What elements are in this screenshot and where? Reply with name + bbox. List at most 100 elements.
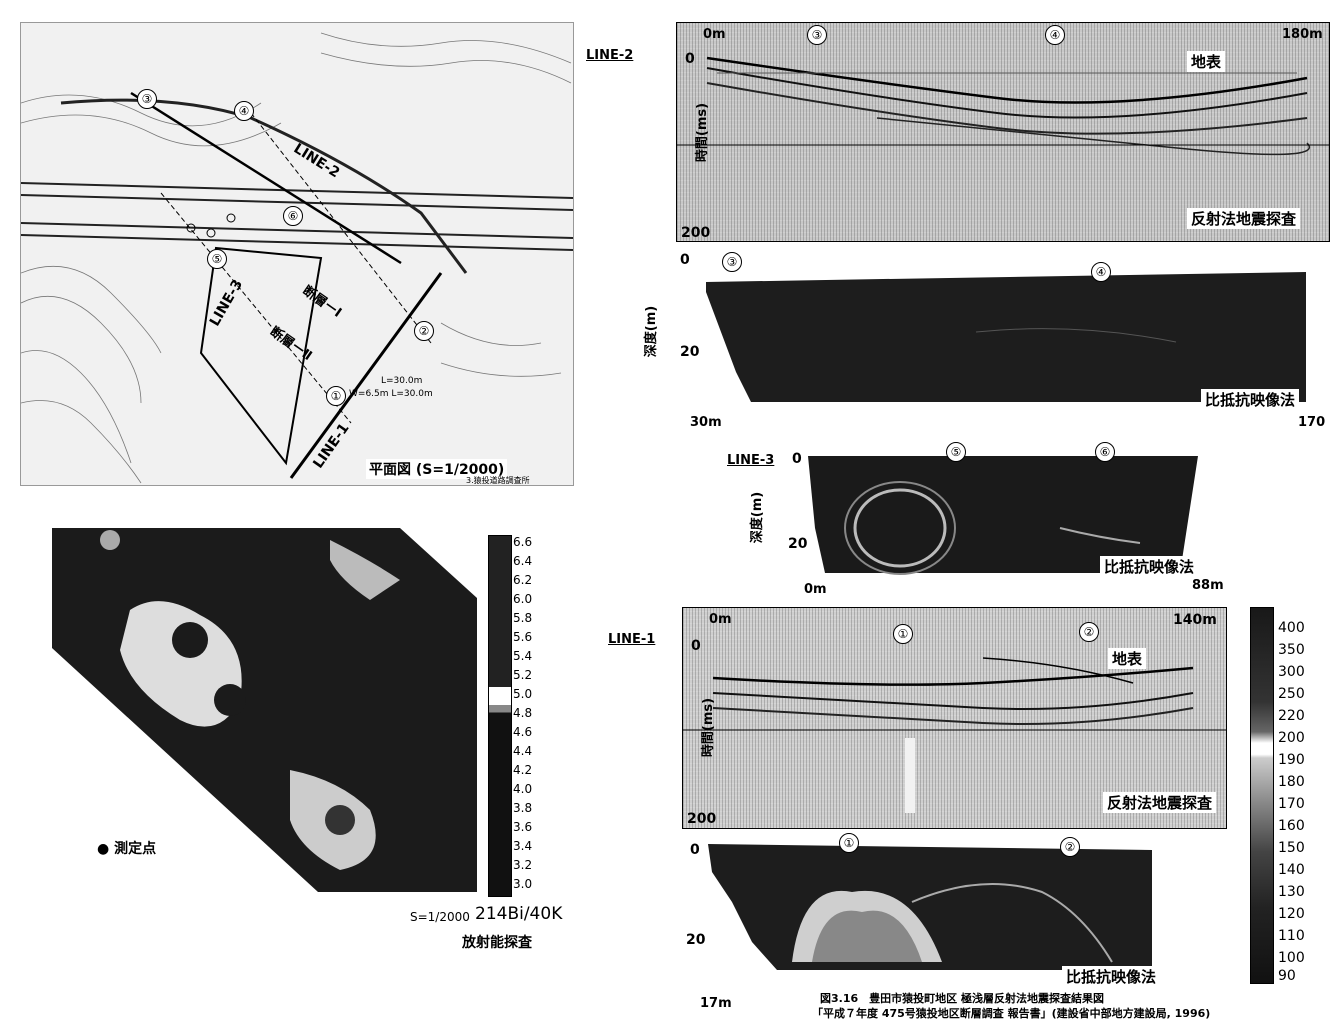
- line3-y-20: 20: [788, 536, 808, 552]
- line2-seismic-svg: [677, 56, 1329, 156]
- line1-x-end: 140m: [1173, 612, 1217, 628]
- line3-y-label: 深度(m): [750, 491, 766, 544]
- line3-y-top: 0: [792, 451, 802, 467]
- line3-tag: LINE-3: [727, 453, 775, 468]
- line2-resistivity: ③ ④ 0 20 深度(m) 比抵抗映像法 30m 170: [644, 252, 1328, 432]
- radio-ratio: 214Bi/40K: [475, 904, 563, 924]
- line3-point-5: ⑤: [946, 442, 966, 462]
- radio-tick: 4.2: [513, 763, 533, 777]
- map-drawing: [21, 32, 573, 484]
- line1-resistivity: ① ② 0 20 比抵抗映像法 17m: [682, 832, 1182, 1012]
- line2-res-y-label: 深度(m): [644, 305, 660, 358]
- line2-res-point-4: ④: [1091, 262, 1111, 282]
- line2-res-method: 比抵抗映像法: [1201, 389, 1300, 410]
- line1-y-label: 時間(ms): [701, 697, 717, 758]
- line1-colorbar-ticks: 400 350 300 250 220 200 190 180 170 160 …: [1278, 620, 1328, 984]
- radio-scale: S=1/2000: [410, 910, 470, 924]
- line1-tag: LINE-1: [608, 632, 656, 647]
- radio-tick: 5.8: [513, 611, 533, 625]
- line2-surface-label: 地表: [1187, 51, 1226, 72]
- line1-res-y-top: 0: [690, 842, 700, 858]
- map-point-1: ①: [326, 386, 346, 406]
- line3-point-6: ⑥: [1095, 442, 1115, 462]
- line1-tick: 400: [1278, 620, 1305, 636]
- map-point-2: ②: [414, 321, 434, 341]
- radio-tick: 4.4: [513, 744, 533, 758]
- line1-res-point-2: ②: [1060, 837, 1080, 857]
- line2-res-x-start: 30m: [690, 415, 722, 430]
- line1-tick: 190: [1278, 752, 1305, 768]
- line1-y-top: 0: [691, 638, 701, 654]
- radio-title: 放射能探査: [462, 935, 532, 951]
- line1-tick: 90: [1278, 968, 1296, 984]
- line1-colorbar: [1250, 607, 1274, 984]
- line1-method: 反射法地震探査: [1103, 792, 1217, 813]
- line1-seismic-svg: [683, 657, 1226, 813]
- line1-tick: 200: [1278, 730, 1305, 746]
- line1-tick: 110: [1278, 928, 1305, 944]
- line1-res-x-start: 17m: [700, 996, 732, 1011]
- line2-y-top: 0: [685, 51, 695, 67]
- radio-tick: 3.8: [513, 801, 533, 815]
- map-note-1: L=30.0m: [381, 376, 423, 386]
- radio-tick: 6.6: [513, 535, 533, 549]
- map-footer: 3.猿投道路調査所: [466, 476, 530, 485]
- radio-tick: 3.2: [513, 858, 533, 872]
- radio-tick: 5.2: [513, 668, 533, 682]
- line3-x-start: 0m: [804, 582, 827, 597]
- radio-tick: 5.0: [513, 687, 533, 701]
- line1-tick: 220: [1278, 708, 1305, 724]
- line1-surface-label: 地表: [1108, 648, 1147, 669]
- map-point-6: ⑥: [283, 206, 303, 226]
- line2-x-end: 180m: [1282, 27, 1323, 42]
- line2-point-4: ④: [1045, 25, 1065, 45]
- line3-resistivity: ⑤ ⑥ 0 20 深度(m) 比抵抗映像法 0m 88m: [750, 442, 1230, 598]
- radio-tick: 3.6: [513, 820, 533, 834]
- radio-colorbar: [488, 535, 512, 897]
- map-title: 平面図 (S=1/2000): [366, 459, 508, 479]
- radio-colorbar-ticks: 6.6 6.4 6.2 6.0 5.8 5.6 5.4 5.2 5.0 4.8 …: [513, 535, 553, 895]
- radio-tick: 4.6: [513, 725, 533, 739]
- line3-x-end: 88m: [1192, 578, 1224, 593]
- radio-tick: 3.4: [513, 839, 533, 853]
- line1-y-bottom: 200: [687, 811, 717, 827]
- line2-method: 反射法地震探査: [1187, 208, 1301, 229]
- map-point-5: ⑤: [207, 249, 227, 269]
- line1-seismic-panel: 0m 140m ① ② 0 200 時間(ms) 地表 反射法地震探査: [682, 607, 1227, 829]
- line2-res-point-3: ③: [722, 252, 742, 272]
- line1-tick: 100: [1278, 950, 1305, 966]
- map-note-2: W=6.5m L=30.0m: [349, 389, 433, 399]
- line1-res-point-1: ①: [839, 833, 859, 853]
- plan-map: ③ ④ ⑥ ⑤ ② ① LINE-2 LINE-3 LINE-1 断層ーⅠ 断層…: [20, 22, 574, 486]
- line1-tick: 350: [1278, 642, 1305, 658]
- line2-tag: LINE-2: [586, 48, 634, 63]
- map-point-3: ③: [137, 89, 157, 109]
- line1-res-svg: [708, 844, 1152, 970]
- line2-res-svg: [706, 260, 1306, 402]
- caption-line-2: 「平成７年度 475号猿投地区断層調査 報告書」(建設省中部地方建設局, 199…: [812, 1007, 1211, 1020]
- line1-tick: 130: [1278, 884, 1305, 900]
- line1-point-1: ①: [893, 624, 913, 644]
- line1-tick: 250: [1278, 686, 1305, 702]
- radio-map-svg: [52, 528, 477, 892]
- line2-res-y-20: 20: [680, 344, 700, 360]
- radio-tick: 6.4: [513, 554, 533, 568]
- line1-tick: 150: [1278, 840, 1305, 856]
- map-point-4: ④: [234, 101, 254, 121]
- line2-point-3: ③: [807, 25, 827, 45]
- line1-tick: 300: [1278, 664, 1305, 680]
- radio-tick: 5.6: [513, 630, 533, 644]
- line1-res-method: 比抵抗映像法: [1062, 966, 1161, 987]
- caption-line-1: 図3.16 豊田市猿投町地区 極浅層反射法地震探査結果図: [820, 992, 1104, 1005]
- line2-res-y-top: 0: [680, 252, 690, 268]
- line3-method: 比抵抗映像法: [1100, 556, 1199, 577]
- line1-tick: 170: [1278, 796, 1305, 812]
- line1-res-y-20: 20: [686, 932, 706, 948]
- radio-tick: 4.0: [513, 782, 533, 796]
- radio-map: [40, 520, 480, 900]
- radio-legend-point: ● 測定点: [97, 841, 157, 857]
- line2-y-label: 時間(ms): [695, 102, 711, 163]
- radio-tick: 5.4: [513, 649, 533, 663]
- radio-tick: 6.0: [513, 592, 533, 606]
- line1-tick: 180: [1278, 774, 1305, 790]
